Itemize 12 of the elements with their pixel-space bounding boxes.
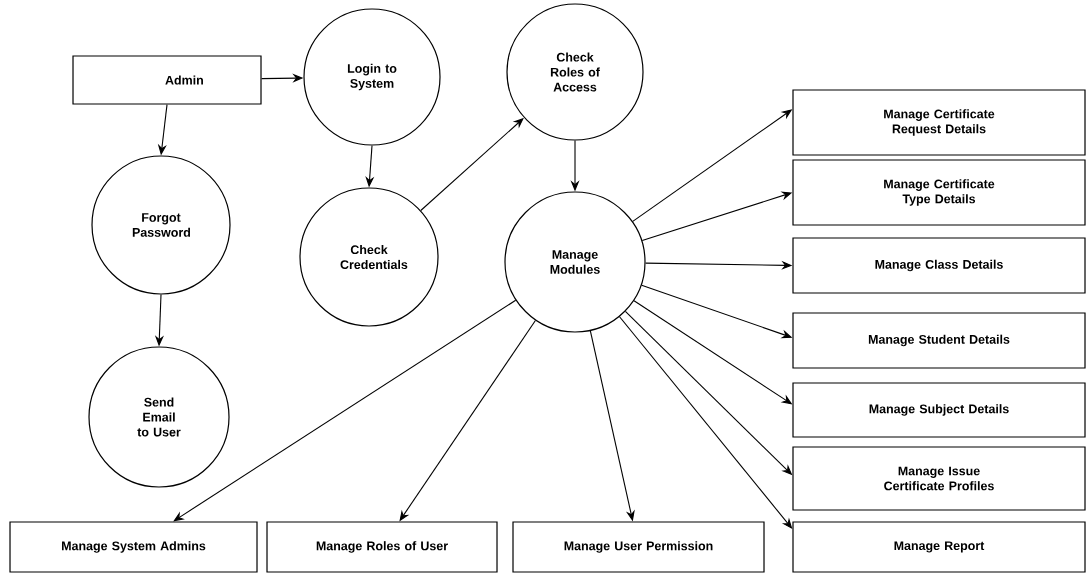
arrow: [173, 299, 517, 522]
module-box: Manage Roles of User: [266, 521, 498, 573]
module-box: Manage Subject Details: [792, 382, 1086, 438]
module-box: Manage Class Details: [792, 237, 1086, 294]
module-box: Manage Student Details: [792, 312, 1086, 369]
module-box: Manage User Permission: [512, 521, 765, 573]
module-box: Manage Certificate Request Details: [792, 89, 1086, 156]
module-box: Manage Report: [792, 521, 1086, 573]
module-box: Manage Certificate Type Details: [792, 159, 1086, 226]
entity-box: Admin: [72, 55, 262, 105]
module-box: Manage Issue Certificate Profiles: [792, 446, 1086, 511]
module-box: Manage System Admins: [9, 521, 258, 573]
